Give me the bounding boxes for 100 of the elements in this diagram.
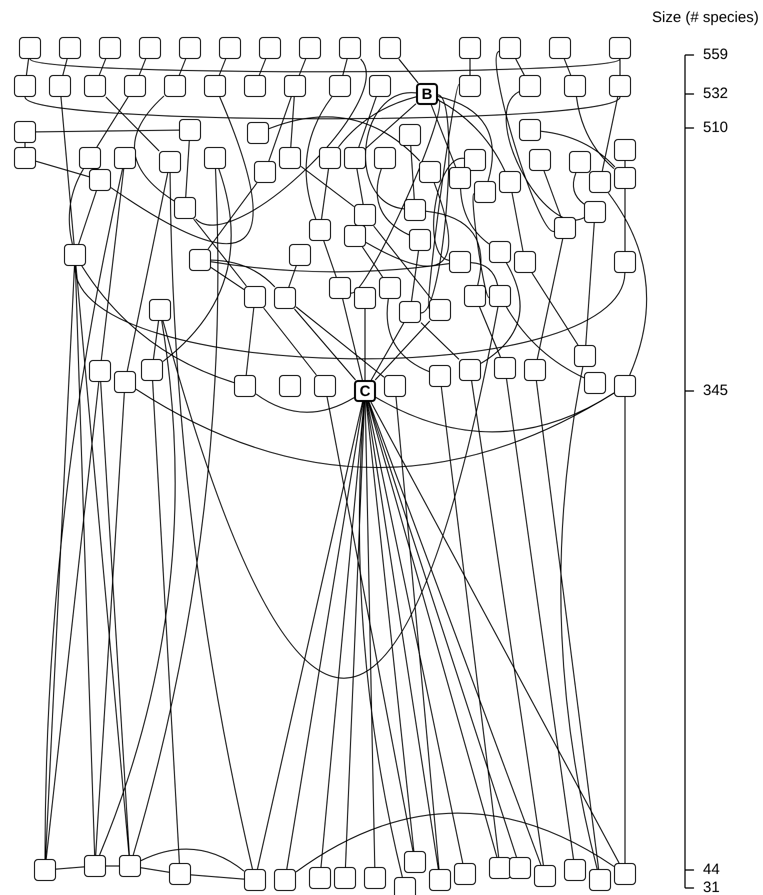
node-box [244,75,266,97]
node-box [369,75,391,97]
connector-line [246,308,254,376]
connector-line [342,298,363,380]
node-box [64,244,86,266]
connector-line [608,192,648,376]
node-box [139,37,161,59]
tick-label: 31 [703,880,720,895]
node-box [344,147,366,169]
connector-line [438,99,506,172]
connector-line [96,96,129,148]
node-box [219,37,241,59]
node-box [119,855,141,877]
connector-line [364,402,376,868]
node-box [584,201,606,223]
node-box [89,360,111,382]
connector-line [98,58,106,76]
connector-line [396,396,440,870]
connector-line [410,146,415,200]
connector-line [263,308,317,376]
connector-line [560,366,598,870]
node-box [164,75,186,97]
node-box [614,251,636,273]
connector-line [105,96,160,152]
node-box [384,375,406,397]
node-box [459,75,481,97]
tick-label: 532 [703,86,728,102]
connector-line [471,380,544,866]
connector-line [24,142,26,148]
connector-line [152,380,180,864]
connector-line [433,158,464,261]
node-box [354,287,376,309]
connector-line [323,240,337,278]
connector-line [506,306,584,378]
node-box [244,286,266,308]
connector-line [56,866,84,870]
node-box [244,869,266,891]
connector-line [572,172,584,205]
connector-line [536,380,600,870]
node-box [394,877,416,895]
connector-line [178,58,186,76]
connector-line [296,306,384,378]
node-box [344,225,366,247]
connector-line [26,58,30,76]
connector-line [472,193,490,298]
labeled-node-box: C [354,380,376,402]
node-box [189,249,211,271]
connector-line [46,382,100,860]
connector-line [100,168,124,360]
node-box [449,251,471,273]
node-box [429,869,451,891]
node-box [309,219,331,241]
node-box [334,867,356,889]
connector-line [140,867,170,873]
node-box [464,285,486,307]
node-box [49,75,71,97]
connector-line [479,306,501,358]
connector-line [532,272,578,346]
node-box [247,122,269,144]
node-box [474,181,496,203]
node-box [274,287,296,309]
node-box [34,859,56,881]
connector-line [624,188,626,252]
node-box [314,375,336,397]
connector-line [411,250,419,302]
node-box [149,299,171,321]
connector-line [440,386,500,858]
node-box [274,869,296,891]
node-box [14,121,36,143]
connector-line [366,402,439,870]
connector-line [210,260,276,288]
tick-label: 559 [703,47,728,63]
connector-line [190,874,244,880]
connector-line [564,58,572,76]
connector-line [342,58,348,76]
connector-line [365,92,416,210]
node-box [609,75,631,97]
tick-label: 510 [703,120,728,136]
connector-line [321,168,329,220]
connector-line [358,96,377,148]
node-box [589,869,611,891]
connector-line [76,266,130,856]
node-box [404,851,426,873]
connector-line [152,320,160,360]
connector-line [338,96,416,148]
connector-line [170,172,253,870]
connector-line [515,58,525,76]
node-box [509,857,531,879]
connector-line [44,168,123,860]
connector-line [78,190,97,244]
connector-line [138,58,146,76]
connector-line [126,172,168,372]
node-box [554,217,576,239]
connector-line [256,394,354,413]
labeled-node-box: B [416,83,438,105]
node-box [204,75,226,97]
connector-line [370,322,404,380]
node-box [289,244,311,266]
node-box [179,37,201,59]
connector-line [36,130,180,132]
